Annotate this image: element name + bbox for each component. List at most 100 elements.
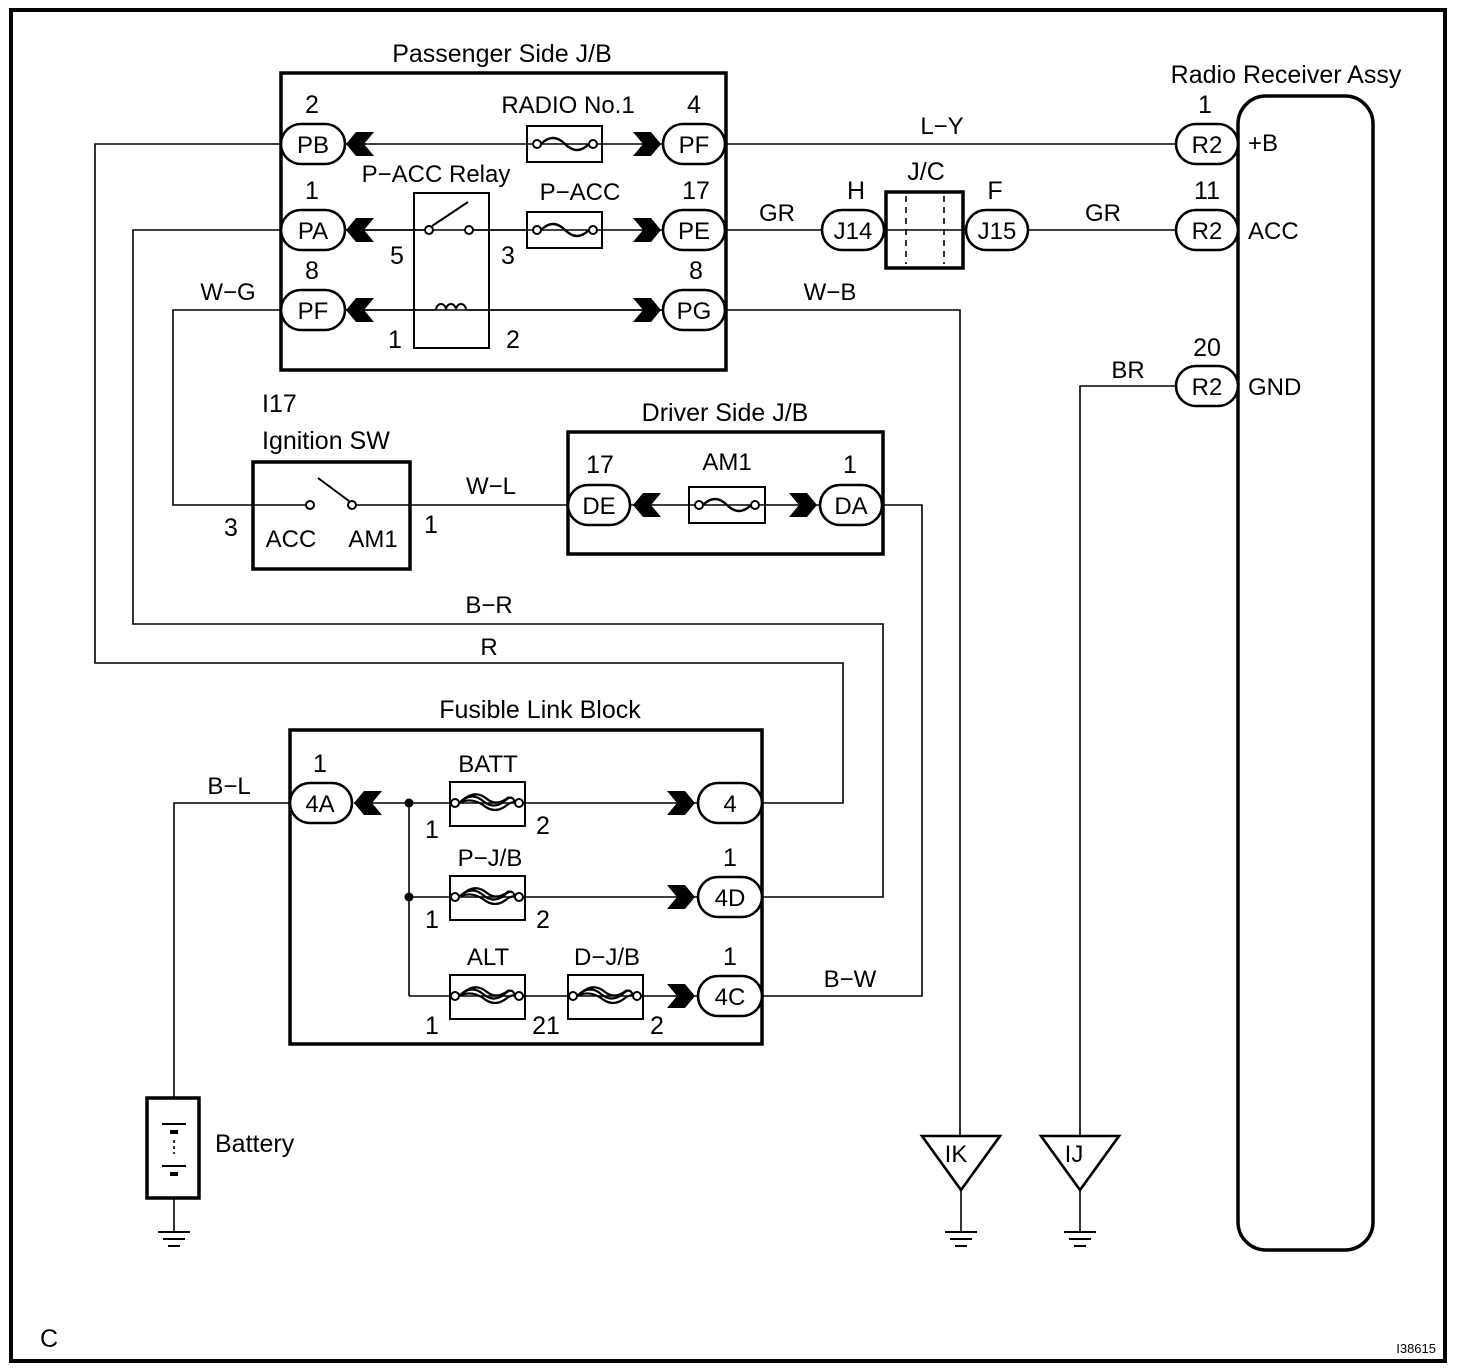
connector-r2-b (1174, 122, 1240, 166)
ignition-code: I17 (262, 390, 297, 418)
battery-label: Battery (215, 1130, 295, 1158)
pin-pe: 17 (682, 177, 710, 205)
alt-pin-1: 1 (425, 1012, 439, 1040)
connector-j14 (820, 208, 886, 252)
connector-4a-label: 4A (305, 791, 334, 818)
connector-pa (279, 208, 347, 252)
driver-jb-title: Driver Side J/B (642, 399, 809, 427)
pjb-fuse-label: P−J/B (458, 845, 523, 872)
connector-pb (279, 122, 347, 166)
connector-4c-label: 4C (715, 984, 746, 1011)
wire-label-bl: B−L (207, 773, 250, 800)
pin-pb: 2 (305, 91, 319, 119)
ignition-switch: I17 Ignition SW ACC AM1 3 1 (224, 390, 438, 571)
wire-label-wl: W−L (466, 473, 516, 500)
radio-receiver-title: Radio Receiver Assy (1171, 61, 1402, 89)
connector-pg-label: PG (677, 298, 712, 325)
connector-r2-gnd (1174, 364, 1240, 408)
connector-4a (288, 781, 354, 825)
pin-jc-h: H (847, 177, 865, 205)
connector-4d-label: 4D (715, 885, 746, 912)
ignition-terminal-am1: AM1 (348, 526, 397, 553)
wire-labels: L−Y GR GR W−G W−B BR W−L B−R R B−L B−W (200, 113, 1144, 993)
driver-side-jb: Driver Side J/B AM1 DE 17 DA 1 (566, 399, 885, 556)
relay-pin-5: 5 (390, 242, 404, 270)
ignition-pin-1: 1 (424, 511, 438, 539)
djb-fuse-label: D−J/B (574, 944, 640, 971)
corner-label: C (40, 1325, 58, 1353)
connector-4 (696, 781, 764, 825)
pin-de: 17 (586, 451, 614, 479)
pin-4d: 1 (723, 844, 737, 872)
wire-label-r: R (480, 634, 497, 661)
alt-fuse-label: ALT (467, 944, 510, 971)
pin-4c: 1 (723, 943, 737, 971)
pjb-pin-1: 1 (425, 906, 439, 934)
ground-ij: IJ (1038, 1134, 1122, 1247)
radio-receiver-assy: Radio Receiver Assy R2 1 +B R2 11 ACC R2… (1171, 61, 1402, 1252)
pin-pa: 1 (305, 177, 319, 205)
ground-ik-label: IK (945, 1141, 968, 1168)
batt-pin-1: 1 (425, 816, 439, 844)
connector-pf-right (661, 122, 727, 166)
passenger-jb-title: Passenger Side J/B (392, 40, 612, 68)
connector-pe (661, 208, 727, 252)
connector-j14-label: J14 (834, 218, 873, 245)
connector-de-label: DE (582, 493, 615, 520)
connector-pa-label: PA (298, 218, 328, 245)
alt-pin-21: 21 (532, 1012, 560, 1040)
pin-jc-f: F (987, 177, 1002, 205)
connector-j15-label: J15 (978, 218, 1017, 245)
wire-label-wg: W−G (200, 279, 255, 306)
pin-pf-top: 4 (687, 91, 701, 119)
wire-label-gr-right: GR (1085, 200, 1121, 227)
batt-pin-2: 2 (536, 812, 550, 840)
wire-label-ly: L−Y (920, 113, 963, 140)
pin-r2-b: 1 (1198, 91, 1212, 119)
pin-4a: 1 (313, 750, 327, 778)
connector-r2-b-label: R2 (1192, 132, 1223, 159)
am1-fuse-label: AM1 (702, 449, 751, 476)
connector-r2-gnd-label: R2 (1192, 374, 1223, 401)
ground-ij-label: IJ (1065, 1141, 1084, 1168)
connector-4c (696, 974, 764, 1018)
connector-r2-acc-label: R2 (1192, 218, 1223, 245)
connector-4-label: 4 (723, 791, 736, 818)
wire-label-gr-left: GR (759, 200, 795, 227)
wire-label-br: BR (1111, 357, 1144, 384)
connector-pe-label: PE (678, 218, 710, 245)
fusible-link-block: Fusible Link Block BATT 1 2 P−J/B 1 2 AL… (288, 696, 764, 1046)
ignition-title: Ignition SW (262, 427, 390, 455)
connector-pb-label: PB (297, 132, 329, 159)
junction-connector: J/C J14 H J15 F (820, 158, 1030, 270)
pin-da: 1 (843, 451, 857, 479)
wire-label-wb: W−B (804, 279, 857, 306)
terminal-acc: ACC (1248, 218, 1299, 245)
diagram-frame (9, 8, 1447, 1363)
connector-pf-right-label: PF (679, 132, 710, 159)
djb-pin-2: 2 (650, 1012, 664, 1040)
connector-j15 (964, 208, 1030, 252)
batt-fuse-label: BATT (458, 751, 518, 778)
connector-pf-left (279, 288, 347, 332)
relay-pin-2: 2 (506, 326, 520, 354)
jc-label: J/C (907, 158, 945, 186)
ground-ik: IK (919, 1134, 1003, 1247)
radio-no1-fuse-label: RADIO No.1 (501, 92, 634, 119)
pin-r2-acc: 11 (1194, 177, 1220, 205)
relay-pin-3: 3 (501, 242, 515, 270)
wire-label-bw: B−W (824, 966, 877, 993)
connector-r2-acc (1174, 208, 1240, 252)
fusible-link-title: Fusible Link Block (439, 696, 641, 724)
pin-pf-left: 8 (305, 257, 319, 285)
connector-da (818, 483, 884, 527)
connector-de (566, 483, 632, 527)
p-acc-fuse-label: P−ACC (540, 179, 621, 206)
connector-4d (696, 875, 764, 919)
battery: Battery (145, 1096, 295, 1247)
connector-da-label: DA (834, 493, 867, 520)
terminal-gnd: GND (1248, 374, 1301, 401)
figure-code: I38615 (1396, 1341, 1436, 1356)
pin-r2-gnd: 20 (1193, 334, 1221, 362)
wire-label-br-red: B−R (465, 592, 512, 619)
